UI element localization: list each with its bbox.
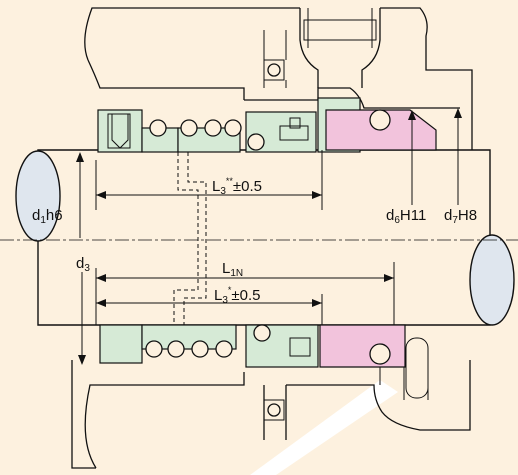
housing-outline: [71, 7, 473, 469]
dimension-lines: [76, 108, 462, 365]
label-d1h6: d1h6: [32, 207, 63, 226]
housing-orings: [263, 59, 285, 421]
label-l1n: L1N: [222, 260, 243, 279]
shaft: [0, 149, 518, 326]
label-l3-star: L3*±0.5: [214, 285, 261, 306]
bottom-seal-assembly: [99, 324, 429, 399]
top-seal-assembly: [97, 97, 437, 153]
label-d6h11: d6H11: [386, 207, 426, 226]
watermark-stripe: [250, 380, 398, 475]
label-l3-double-star: L3**±0.5: [212, 176, 262, 197]
label-d7h8: d7H8: [444, 207, 477, 226]
label-d3: d3: [76, 255, 90, 274]
